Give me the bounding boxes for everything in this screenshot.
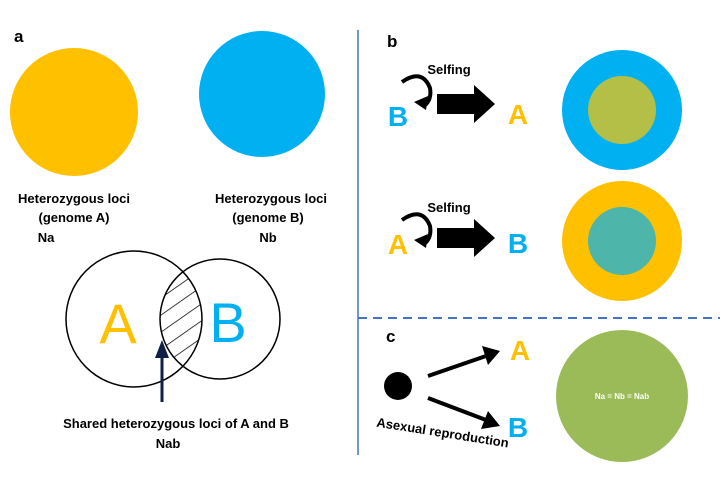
asexual-out-top: A xyxy=(510,335,530,366)
row2-from-letter: A xyxy=(388,229,408,260)
venn-circle-a xyxy=(65,250,203,388)
branch-arrow-up-head xyxy=(482,346,500,365)
selfing-loop-icon xyxy=(400,212,433,246)
genome-b-var: Nb xyxy=(259,230,276,245)
selfing-label-2: Selfing xyxy=(427,200,470,215)
selfing-row-2: Selfing A B xyxy=(388,200,528,260)
venn-letter-a: A xyxy=(99,292,137,355)
venn-caption: Shared heterozygous loci of A and B xyxy=(63,416,289,431)
asexual-out-bottom: B xyxy=(508,412,528,443)
selfing-row-1: Selfing B A xyxy=(388,62,528,132)
row1-to-letter: A xyxy=(508,99,528,130)
row1-from-letter: B xyxy=(388,101,408,132)
branch-arrow-down-shaft xyxy=(427,396,487,422)
selfing-loop-arrowhead xyxy=(414,234,428,248)
row2-inner-circle xyxy=(588,207,656,275)
branch-arrow-down-head xyxy=(481,411,500,429)
selfing-loop-arrowhead xyxy=(414,96,428,110)
venn-letter-b: B xyxy=(209,291,246,354)
row2-big-arrow xyxy=(437,219,495,257)
row1-big-arrow xyxy=(437,85,495,123)
genome-a-title: Heterozygous loci xyxy=(18,191,130,206)
panel-c-label: c xyxy=(386,327,395,346)
row1-inner-circle xyxy=(588,76,656,144)
shared-loci-arrow-head xyxy=(155,340,169,358)
genome-a-var: Na xyxy=(38,230,55,245)
selfing-loop-icon xyxy=(400,74,433,108)
branch-arrow-up-shaft xyxy=(427,354,487,378)
row2-to-letter: B xyxy=(508,228,528,259)
venn-circle-b xyxy=(159,258,281,380)
panel-b-label: b xyxy=(387,32,397,51)
equal-loci-equation: Na = Nb = Nab xyxy=(595,392,649,401)
genome-a-circle xyxy=(10,48,138,176)
genome-b-title: Heterozygous loci xyxy=(215,191,327,206)
parent-dot xyxy=(384,372,412,400)
panel-a-label: a xyxy=(14,27,24,46)
genome-a-sub: (genome A) xyxy=(38,210,109,225)
venn-diagram: A B xyxy=(65,250,281,402)
selfing-label-1: Selfing xyxy=(427,62,470,77)
genome-b-sub: (genome B) xyxy=(232,210,304,225)
venn-caption-var: Nab xyxy=(156,436,181,451)
genome-b-circle xyxy=(199,31,325,157)
equal-loci-circle xyxy=(556,330,688,462)
